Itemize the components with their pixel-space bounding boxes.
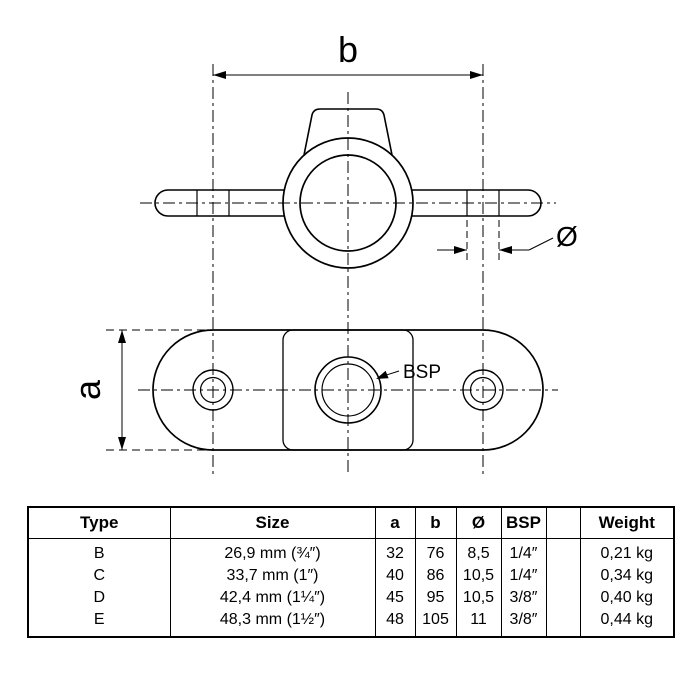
cell-a: 40 (374, 565, 416, 587)
cell-b: 86 (414, 565, 457, 587)
cell-size: 26,9 mm (¾″) (169, 538, 376, 565)
table-row: E 48,3 mm (1½″) 48 105 11 3/8″ 0,44 kg (27, 609, 675, 637)
dim-a-arrow-bottom (118, 437, 126, 450)
cell-type: B (27, 538, 171, 565)
cell-size: 33,7 mm (1″) (169, 565, 376, 587)
cell-size: 42,4 mm (1¼″) (169, 587, 376, 609)
cell-bsp: 1/4″ (500, 538, 547, 565)
dim-dia-arrow-right (499, 246, 512, 254)
centerlines (138, 64, 558, 474)
cell-weight: 0,44 kg (579, 609, 675, 637)
cell-diameter: 8,5 (455, 538, 502, 565)
cell-a: 48 (374, 609, 416, 637)
diameter-label: Ø (556, 221, 578, 252)
dim-dia-leader (528, 237, 554, 251)
dimension-a-label: a (67, 379, 108, 400)
col-header-diameter: Ø (455, 507, 502, 539)
table-row: D 42,4 mm (1¼″) 45 95 10,5 3/8″ 0,40 kg (27, 587, 675, 609)
cell-bsp: 1/4″ (500, 565, 547, 587)
cell-blank (545, 609, 581, 637)
cell-type: D (27, 587, 171, 609)
cell-blank (545, 565, 581, 587)
cell-a: 32 (374, 538, 416, 565)
col-header-bsp: BSP (500, 507, 547, 539)
cell-weight: 0,34 kg (579, 565, 675, 587)
table-header-row: Type Size a b Ø BSP Weight (27, 507, 675, 539)
technical-drawing: b Ø a BSP (67, 29, 578, 474)
table-row: C 33,7 mm (1″) 40 86 10,5 1/4″ 0,34 kg (27, 565, 675, 587)
dim-dia-arrow-left (454, 246, 467, 254)
dim-b-arrow-right (470, 71, 483, 79)
dimension-diameter: Ø (437, 220, 578, 262)
bsp-label: BSP (403, 362, 441, 383)
bsp-leader (386, 370, 400, 376)
col-header-blank (545, 507, 581, 539)
cell-blank (545, 587, 581, 609)
cell-blank (545, 538, 581, 565)
spec-table-wrap: Type Size a b Ø BSP Weight B 26,9 mm (¾″… (27, 506, 675, 638)
cell-b: 105 (414, 609, 457, 637)
cell-bsp: 3/8″ (500, 587, 547, 609)
col-header-weight: Weight (579, 507, 675, 539)
dimension-b-label: b (338, 29, 358, 70)
cell-type: E (27, 609, 171, 637)
dim-b-arrow-left (213, 71, 226, 79)
col-header-size: Size (169, 507, 376, 539)
dimension-b: b (213, 29, 483, 79)
cell-bsp: 3/8″ (500, 609, 547, 637)
cell-weight: 0,40 kg (579, 587, 675, 609)
cell-diameter: 10,5 (455, 587, 502, 609)
cell-b: 76 (414, 538, 457, 565)
dim-a-arrow-top (118, 330, 126, 343)
cell-diameter: 11 (455, 609, 502, 637)
cell-weight: 0,21 kg (579, 538, 675, 565)
dimension-a: a (67, 329, 218, 451)
cell-b: 95 (414, 587, 457, 609)
cell-type: C (27, 565, 171, 587)
cell-diameter: 10,5 (455, 565, 502, 587)
cell-size: 48,3 mm (1½″) (169, 609, 376, 637)
col-header-a: a (374, 507, 416, 539)
col-header-b: b (414, 507, 457, 539)
bsp-callout: BSP (376, 362, 441, 383)
table-row: B 26,9 mm (¾″) 32 76 8,5 1/4″ 0,21 kg (27, 538, 675, 565)
bsp-arrow (376, 370, 389, 379)
cell-a: 45 (374, 587, 416, 609)
col-header-type: Type (27, 507, 171, 539)
spec-table: Type Size a b Ø BSP Weight B 26,9 mm (¾″… (27, 506, 675, 638)
